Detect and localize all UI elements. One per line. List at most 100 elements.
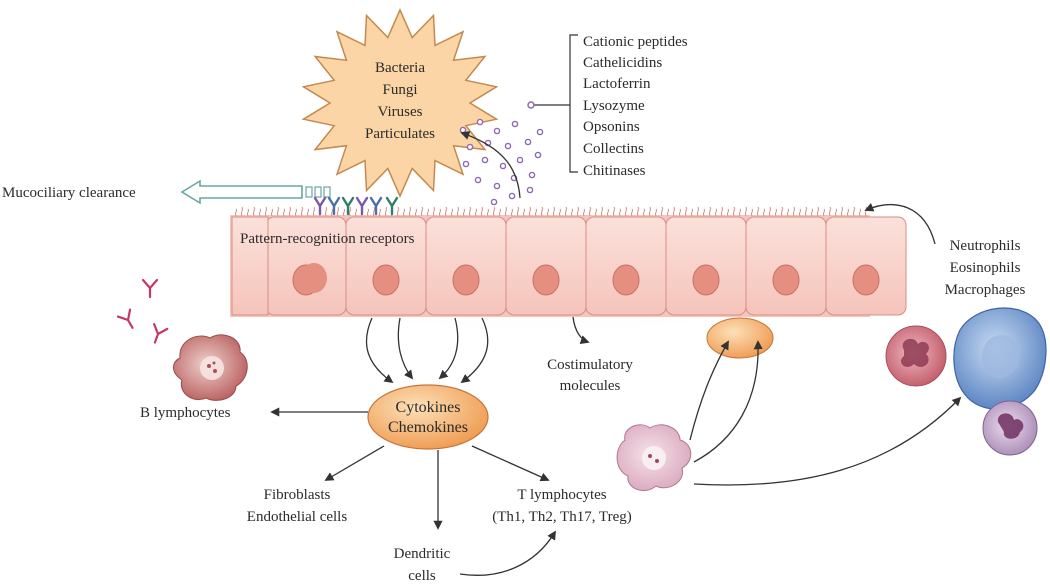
cilium: [840, 206, 844, 217]
cytokines-chemokines-node: Cytokines Chemokines: [367, 384, 489, 450]
antimicrobial-dot: [481, 156, 489, 164]
cilium: [258, 208, 262, 217]
cilium: [516, 206, 520, 217]
mucus-segments: [305, 186, 331, 198]
antimicrobial-bracket: [527, 34, 578, 173]
antibody-icon: [116, 308, 134, 329]
chemokines-label: Chemokines: [388, 419, 468, 436]
cilium: [750, 208, 754, 217]
cilium: [354, 208, 358, 217]
antimicrobial-dot: [474, 176, 482, 184]
antimicrobial-dot: [528, 171, 536, 179]
cilium: [522, 208, 526, 217]
epithelium: [190, 205, 910, 335]
receptor-icon: [313, 196, 327, 216]
cilium: [606, 208, 610, 217]
cilium: [528, 206, 532, 217]
epithelial-nucleus: [612, 264, 640, 296]
cilium: [630, 208, 634, 217]
arrow-dc-to-oval-2: [693, 340, 763, 463]
pattern-recognition-receptors: [313, 196, 399, 216]
cilium: [300, 206, 304, 217]
cilium: [498, 208, 502, 217]
cilium: [438, 208, 442, 217]
b-lymphocytes-label: B lymphocytes: [140, 405, 231, 421]
arrow-antimicrobial-to-pathogen: [460, 131, 521, 199]
cilium: [366, 208, 370, 217]
antimicrobial-dot: [490, 198, 498, 206]
cilium: [504, 206, 508, 217]
cilium: [294, 208, 298, 217]
antimicrobial-dot: [493, 127, 501, 135]
cilium: [372, 206, 376, 217]
cilium: [474, 208, 478, 217]
cilium: [384, 206, 388, 217]
costimulatory-oval: [706, 317, 774, 359]
antimicrobial-dot: [476, 118, 484, 126]
cytokines-label: Cytokines: [396, 399, 461, 416]
antimicrobial-item: Chitinases: [583, 163, 646, 179]
cilium: [792, 206, 796, 217]
antimicrobial-item: Cationic peptides: [583, 34, 688, 50]
mucus-segment: [305, 186, 313, 198]
cilium: [702, 208, 706, 217]
arrow-epi-cyto-3: [438, 317, 459, 380]
cilium: [762, 208, 766, 217]
cilium: [684, 206, 688, 217]
cilium: [426, 208, 430, 217]
neutrophil-cell: [885, 325, 947, 387]
antimicrobial-item: Cathelicidins: [583, 55, 662, 71]
prr-label: Pattern-recognition receptors: [240, 231, 415, 247]
cilium: [234, 208, 238, 217]
fibroblasts-label: Fibroblasts: [264, 487, 331, 503]
cilium: [456, 206, 460, 217]
cilium: [402, 208, 406, 217]
b-cell-granule: [207, 364, 211, 368]
cilium: [738, 208, 742, 217]
epithelial-nucleus: [532, 264, 560, 296]
cilium: [858, 208, 862, 217]
cilium: [654, 208, 658, 217]
t-lymphocytes-label: T lymphocytes: [517, 487, 606, 503]
arrow-to-fibroblasts: [324, 445, 385, 481]
antimicrobial-dot: [526, 186, 534, 194]
antimicrobial-dot: [524, 138, 532, 146]
cilium: [408, 206, 412, 217]
cilium: [582, 208, 586, 217]
cilium: [774, 208, 778, 217]
mucociliary-arrow: [180, 179, 303, 205]
arrow-to-t-lymphocytes: [471, 445, 550, 482]
cilium: [618, 208, 622, 217]
cilium: [816, 206, 820, 217]
cilium: [624, 206, 628, 217]
costimulatory-label-line2: molecules: [560, 378, 621, 394]
antimicrobial-dot: [508, 192, 516, 200]
cilium: [306, 208, 310, 217]
bracket-dot: [527, 101, 535, 109]
cilium: [696, 206, 700, 217]
arrow-epi-cyto-2: [397, 317, 414, 380]
cilium: [378, 208, 382, 217]
dendritic-cell-nucleus: [642, 446, 666, 470]
receptor-icon: [385, 196, 399, 216]
b-cell-granule: [213, 369, 217, 373]
mucociliary-clearance: Mucociliary clearance: [2, 179, 331, 205]
cilium: [558, 208, 562, 217]
eosinophil-cell: [982, 400, 1038, 456]
cilium: [726, 208, 730, 217]
cilium: [642, 208, 646, 217]
dendritic-granule: [648, 454, 652, 458]
antimicrobial-list: Cationic peptides Cathelicidins Lactofer…: [583, 34, 688, 179]
arrow-dendritic-to-t: [459, 530, 556, 576]
arrow-epi-cyto-4: [460, 317, 489, 384]
cilium: [276, 206, 280, 217]
neutrophil-nucleus: [901, 338, 929, 367]
cilium: [666, 208, 670, 217]
cilium: [414, 208, 418, 217]
dendritic-cell: [616, 424, 692, 491]
cilium: [492, 206, 496, 217]
antimicrobial-dot: [493, 182, 501, 190]
cilium: [534, 208, 538, 217]
cilium: [768, 206, 772, 217]
